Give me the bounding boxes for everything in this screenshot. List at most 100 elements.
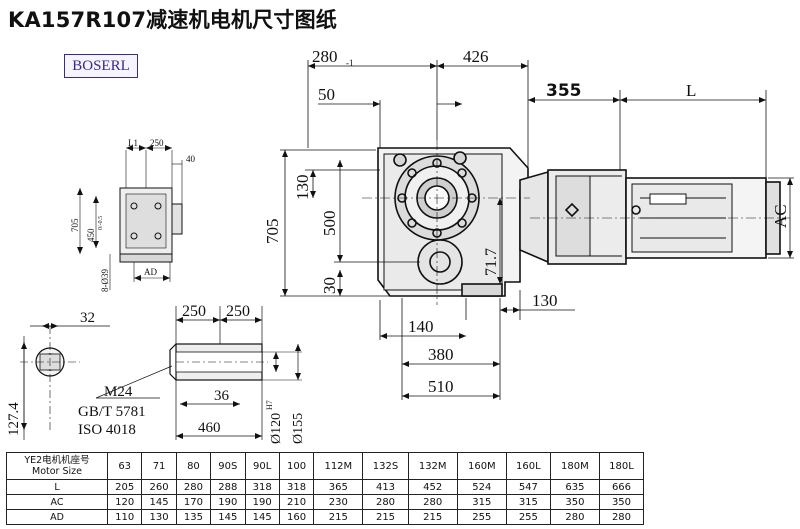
page-title: KA157R107减速机电机尺寸图纸 — [8, 8, 337, 32]
dim-510: 510 — [428, 377, 454, 396]
dim-120: Ø120 — [269, 413, 284, 444]
side-8-039: 8-Ø39 — [100, 269, 110, 292]
dim-120-tolerance: H7 — [265, 400, 274, 410]
size-cell: 90S — [210, 452, 246, 480]
table-cell: 190 — [244, 494, 280, 510]
side-view-texts: L1 250 40 705 450 0/-0.5 8-Ø39 AD — [70, 138, 196, 292]
table-cell: 280 — [175, 479, 212, 495]
table-row: AD 110 130 135 145 145 160 215 215 215 2… — [6, 509, 645, 525]
table-cell: 205 — [106, 479, 143, 495]
table-cell: 145 — [210, 509, 246, 525]
motor-size-table: YE2电机机座号 Motor Size 63 71 80 90S 90L 100… — [6, 452, 645, 525]
table-cell: 260 — [141, 479, 177, 495]
gearbox-front-view — [362, 140, 790, 305]
size-cell: 80 — [175, 452, 212, 480]
side-250: 250 — [150, 138, 164, 148]
table-row: L 205 260 280 288 318 318 365 413 452 52… — [6, 479, 645, 495]
table-cell: 315 — [505, 494, 551, 510]
table-cell: 280 — [598, 509, 645, 525]
size-cell: 132M — [407, 452, 458, 480]
dim-280-tolerance: -1 — [346, 58, 354, 68]
dim-30: 30 — [320, 277, 339, 294]
size-cell: 160L — [505, 452, 551, 480]
size-cell: 160M — [456, 452, 507, 480]
table-cell: 524 — [456, 479, 507, 495]
table-cell: 350 — [549, 494, 600, 510]
shaft-end-texts: 32 127.4 — [6, 310, 95, 436]
table-cell: 215 — [407, 509, 458, 525]
dim-AC: AC — [771, 204, 790, 228]
row-label: AD — [6, 509, 108, 525]
size-cell: 180M — [549, 452, 600, 480]
header-en: Motor Size — [32, 466, 82, 477]
technical-drawing: 280 -1 426 355 L 50 705 130 500 30 71.7 … — [6, 47, 794, 444]
hollow-shaft-view — [95, 306, 302, 440]
table-header-cell: YE2电机机座号 Motor Size — [6, 452, 108, 480]
dim-130-bottom: 130 — [532, 291, 558, 310]
table-cell: 315 — [456, 494, 507, 510]
side-40: 40 — [186, 154, 196, 164]
table-cell: 280 — [407, 494, 458, 510]
row-label: AC — [6, 494, 108, 510]
standard-iso: ISO 4018 — [78, 422, 136, 438]
dim-355: 355 — [546, 81, 582, 101]
table-cell: 280 — [362, 494, 409, 510]
table-cell: 190 — [210, 494, 246, 510]
side-L1: L1 — [128, 138, 138, 148]
table-cell: 255 — [505, 509, 551, 525]
table-cell: 230 — [313, 494, 364, 510]
dim-50: 50 — [318, 85, 335, 104]
main-dimension-texts: 280 -1 426 355 L 50 705 130 500 30 71.7 … — [263, 47, 790, 396]
bolt-m24: M24 — [104, 384, 133, 400]
main-dimension-lines — [280, 60, 794, 400]
size-cell: 100 — [278, 452, 315, 480]
table-cell: 215 — [362, 509, 409, 525]
dim-380: 380 — [428, 345, 454, 364]
size-cell: 71 — [141, 452, 177, 480]
size-cell: 132S — [362, 452, 409, 480]
dim-32: 32 — [80, 310, 95, 326]
table-cell: 130 — [141, 509, 177, 525]
table-cell: 365 — [313, 479, 364, 495]
table-cell: 547 — [505, 479, 551, 495]
dim-36: 36 — [214, 388, 230, 404]
dim-280: 280 — [312, 47, 338, 66]
row-label: L — [6, 479, 108, 495]
dim-130-left: 130 — [293, 175, 312, 201]
dim-71-7: 71.7 — [483, 248, 500, 276]
dim-250-left: 250 — [182, 303, 206, 320]
size-cell: 112M — [313, 452, 364, 480]
side-AD: AD — [144, 267, 157, 277]
table-cell: 210 — [278, 494, 315, 510]
dim-460: 460 — [198, 420, 221, 436]
dim-250-right: 250 — [226, 303, 250, 320]
dim-L: L — [686, 81, 696, 100]
table-cell: 135 — [175, 509, 212, 525]
table-cell: 145 — [141, 494, 177, 510]
dim-127-4: 127.4 — [6, 402, 22, 436]
brand-logo: BOSERL — [64, 54, 138, 78]
table-cell: 255 — [456, 509, 507, 525]
table-cell: 318 — [244, 479, 280, 495]
side-705: 705 — [70, 218, 80, 232]
table-row: AC 120 145 170 190 190 210 230 280 280 3… — [6, 494, 645, 510]
table-cell: 215 — [313, 509, 364, 525]
table-cell: 413 — [362, 479, 409, 495]
dim-426: 426 — [463, 47, 489, 66]
table-cell: 110 — [106, 509, 143, 525]
table-cell: 318 — [278, 479, 315, 495]
side-450-tol: 0/-0.5 — [98, 216, 104, 230]
dim-155: Ø155 — [291, 413, 306, 444]
standard-gb: GB/T 5781 — [78, 404, 146, 420]
side-450: 450 — [86, 228, 96, 242]
table-cell: 170 — [175, 494, 212, 510]
table-cell: 350 — [598, 494, 645, 510]
side-view-small — [77, 145, 183, 290]
table-cell: 145 — [244, 509, 280, 525]
table-header-row: YE2电机机座号 Motor Size 63 71 80 90S 90L 100… — [6, 452, 645, 480]
size-cell: 180L — [598, 452, 645, 480]
hollow-shaft-texts: 250 250 M24 GB/T 5781 ISO 4018 36 460 Ø1… — [78, 303, 306, 444]
table-cell: 120 — [106, 494, 143, 510]
header-cn: YE2电机机座号 — [24, 455, 90, 466]
table-cell: 160 — [278, 509, 315, 525]
